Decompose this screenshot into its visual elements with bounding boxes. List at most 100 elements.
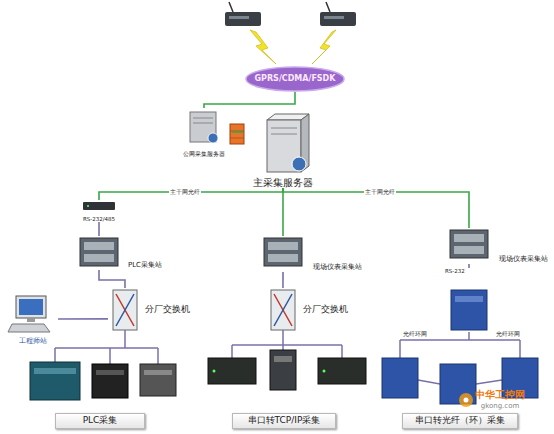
device-panel: [274, 356, 292, 362]
node-label: 工程师站: [19, 338, 47, 345]
node-label: RS-232/485: [83, 216, 115, 222]
edge-label: 主干网光纤: [364, 189, 396, 196]
rack-unit: [454, 234, 484, 242]
rack-server: [264, 238, 302, 266]
converter-node: RS-232/485: [75, 200, 123, 222]
edge-label: 主干网光纤: [169, 189, 201, 196]
station-node: PLC采集站: [78, 236, 162, 270]
globe-symbol: [292, 157, 306, 171]
wire: [341, 345, 343, 358]
workstation-node: 工程师站: [8, 293, 58, 345]
server-slot: [271, 134, 297, 135]
node-label: 主采集服务器: [253, 177, 313, 188]
antenna: [326, 2, 330, 12]
lightning-bolt: [312, 30, 336, 64]
globe-symbol: [208, 133, 218, 143]
server-slot: [193, 118, 213, 119]
watermark-gear-hole: [464, 398, 469, 403]
firewall-icon: [230, 124, 244, 144]
converter-device: [83, 202, 115, 210]
node-label: 串口转TCP/IP采集: [248, 416, 321, 426]
plc-device: [92, 364, 128, 398]
connector: [232, 131, 243, 133]
wireless-modem: [225, 12, 261, 26]
connector: [282, 188, 284, 236]
node-label: 现场仪表采集站: [313, 264, 362, 272]
ellipse-shape: [246, 67, 344, 91]
rack-server: [450, 230, 488, 258]
switch-arrow: [116, 294, 134, 326]
connector: [283, 188, 469, 228]
server-node: 公网采集服务器: [176, 108, 232, 158]
led: [323, 370, 326, 373]
switch-arrow: [274, 294, 292, 326]
brick-line: [230, 131, 244, 132]
fiber-converter: [451, 290, 487, 330]
plc-device: [140, 364, 176, 396]
connector: [468, 264, 470, 268]
fiber-ring: [418, 380, 440, 384]
plc-module: [34, 368, 76, 374]
plc-device: [30, 362, 80, 400]
wire: [231, 345, 233, 358]
node-label: PLC采集: [83, 416, 118, 426]
serial-server: [270, 350, 296, 390]
plc-module: [96, 370, 124, 375]
monitor-stand: [27, 318, 35, 322]
node-label: 分厂交换机: [145, 305, 190, 314]
node-label: RS-232: [445, 268, 465, 274]
connector: [99, 188, 283, 200]
rack-unit: [268, 242, 298, 250]
connector: [98, 222, 100, 236]
wire: [468, 332, 470, 340]
fiber-ring: [400, 339, 520, 341]
rack-unit: [84, 254, 114, 262]
connector: [282, 272, 284, 288]
converter-node: RS-232: [445, 268, 495, 332]
wire: [54, 348, 56, 362]
rack-server: [80, 238, 118, 266]
fiber-converter: [382, 358, 418, 398]
switch-icon: [113, 290, 137, 330]
switch-node: 分厂交换机: [108, 288, 190, 332]
switch-arrow: [274, 294, 292, 326]
wire: [55, 347, 158, 349]
station-node: 现场仪表采集站: [262, 236, 362, 272]
node-label: 串口转光纤（环）采集: [415, 416, 505, 426]
wire: [157, 348, 159, 364]
watermark: 中华工控网: [475, 389, 525, 400]
led: [213, 370, 216, 373]
watermark: gkong.com: [481, 403, 520, 411]
rack-unit: [454, 246, 484, 254]
network-cloud: GPRS/CDMA/FSDK: [245, 66, 345, 92]
rack-unit: [84, 242, 114, 250]
node-label: 公网采集服务器: [183, 151, 225, 158]
fiber-ring: [399, 340, 401, 358]
ring-label: 光纤环网: [496, 331, 520, 338]
node-label: 分厂交换机: [303, 305, 348, 314]
station-node: 现场仪表采集站: [448, 228, 548, 264]
group-label-box: 串口转TCP/IP采集: [232, 413, 336, 429]
wireless-modem: [320, 12, 356, 26]
ring-label: 光纤环网: [403, 331, 427, 338]
serial-server: [318, 358, 366, 384]
modem-panel: [324, 16, 344, 19]
monitor: [16, 296, 46, 318]
switch-icon: [271, 290, 295, 330]
modem-panel: [229, 16, 249, 19]
fiber-ring: [519, 340, 521, 358]
switch-node: 分厂交换机: [266, 288, 348, 332]
connector: [58, 318, 108, 320]
wire: [124, 330, 126, 348]
node-label: PLC采集站: [128, 262, 162, 270]
connector: [204, 92, 295, 108]
serial-server: [208, 358, 256, 384]
connector: [99, 270, 125, 288]
server-node: 主采集服务器: [243, 116, 323, 188]
switch-arrow: [116, 294, 134, 326]
wire: [232, 344, 342, 346]
group-label-box: 串口转光纤（环）采集: [402, 413, 518, 429]
led: [87, 205, 89, 207]
rack-unit: [268, 254, 298, 262]
